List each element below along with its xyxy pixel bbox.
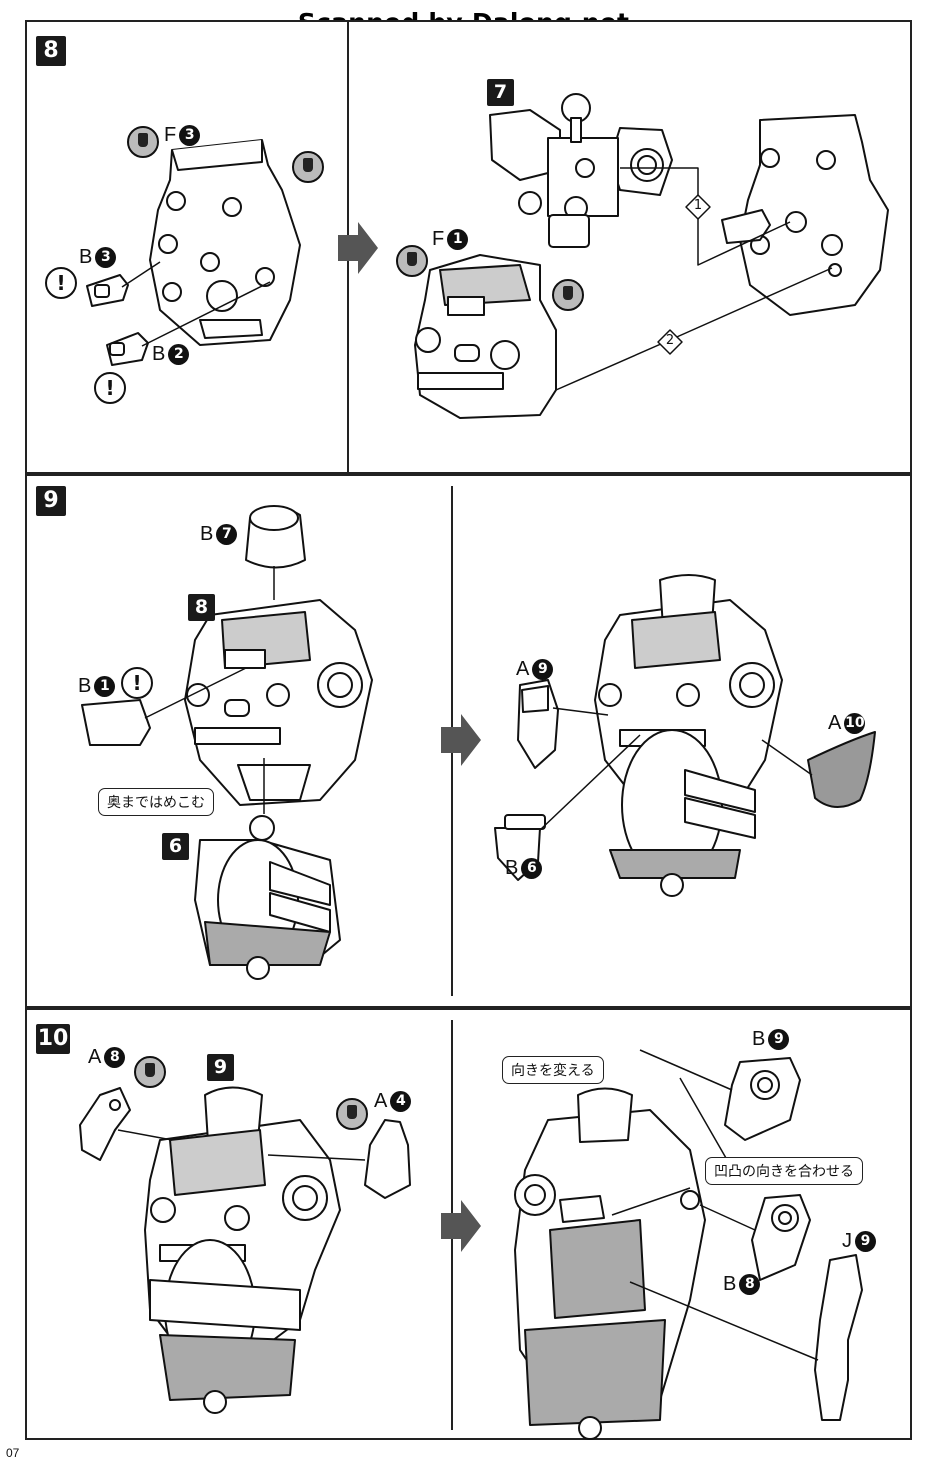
part-label-a4: A 4 — [374, 1090, 412, 1113]
step-9-ref-6: 6 — [162, 833, 189, 860]
cement-icon — [292, 151, 324, 183]
cement-icon — [127, 126, 159, 158]
part-letter: B — [752, 1028, 766, 1050]
step10-part-b9 — [724, 1057, 801, 1141]
part-label-b8: B 8 — [723, 1273, 761, 1296]
part-number: 4 — [390, 1091, 412, 1112]
part-number: 3 — [179, 125, 201, 146]
step9-assembled-torso — [594, 574, 783, 897]
step10-part-b8 — [751, 1194, 811, 1281]
part-number: 8 — [739, 1274, 761, 1295]
step-10-badge: 10 — [36, 1024, 70, 1054]
sequence-marker-1: 1 — [693, 198, 703, 213]
part-number: 8 — [104, 1047, 126, 1068]
step8-part-b3 — [86, 274, 129, 307]
part-letter: B — [79, 246, 93, 268]
part-letter: A — [374, 1090, 388, 1112]
next-arrow-10 — [441, 1200, 481, 1252]
warning-icon: ! — [94, 372, 126, 404]
step9-part-6-waist — [194, 815, 341, 980]
step10-part-a8 — [79, 1087, 131, 1161]
cement-icon — [336, 1098, 368, 1130]
part-letter: A — [516, 658, 530, 680]
part-letter: B — [505, 857, 519, 879]
warning-icon: ! — [45, 267, 77, 299]
step8-part-b2 — [106, 332, 149, 366]
step9-part-a9 — [517, 679, 559, 769]
next-arrows — [338, 222, 481, 1252]
step8-part-f1-chest — [414, 254, 557, 419]
part-label-b3: B 3 — [79, 246, 117, 269]
part-number: 9 — [532, 659, 554, 680]
part-letter: B — [200, 523, 214, 545]
part-number: 2 — [168, 344, 190, 365]
step10-part-j9 — [814, 1254, 863, 1421]
part-number: 1 — [447, 229, 469, 250]
next-arrow-9 — [441, 714, 481, 766]
step10-torso — [144, 1086, 341, 1414]
part-letter: A — [828, 712, 842, 734]
part-letter: B — [152, 343, 166, 365]
part-label-a9: A 9 — [516, 658, 554, 681]
step10-part-a4 — [364, 1119, 411, 1199]
part-letter: F — [164, 124, 177, 146]
cement-icon — [552, 279, 584, 311]
step10-assembled — [514, 1087, 706, 1440]
part-number: 7 — [216, 524, 238, 545]
part-number: 3 — [95, 247, 117, 268]
cement-icon — [134, 1056, 166, 1088]
part-letter: J — [842, 1230, 852, 1252]
part-letter: B — [723, 1273, 737, 1295]
part-label-b2: B 2 — [152, 343, 190, 366]
step8-back-frame — [149, 139, 301, 346]
part-number: 9 — [768, 1029, 790, 1050]
part-label-b7: B 7 — [200, 523, 238, 546]
step9-torso-assembly — [184, 599, 373, 806]
cement-icon — [396, 245, 428, 277]
part-label-f1: F 1 — [432, 228, 469, 251]
part-letter: F — [432, 228, 445, 250]
part-number: 10 — [844, 713, 866, 734]
part-label-b6: B 6 — [505, 857, 543, 880]
step-10-ref-9: 9 — [207, 1054, 234, 1081]
part-number: 9 — [855, 1231, 876, 1252]
step9-part-a10 — [807, 731, 876, 808]
next-arrow-8 — [338, 222, 378, 274]
callout-change-direction: 向きを変える — [502, 1056, 604, 1084]
warning-icon: ! — [121, 667, 153, 699]
part-letter: B — [78, 675, 92, 697]
callout-align-bumps: 凹凸の向きを合わせる — [705, 1157, 863, 1185]
step9-part-b7-neck — [245, 505, 306, 569]
part-number: 1 — [94, 676, 116, 697]
part-letter: A — [88, 1046, 102, 1068]
step-8-ref-7: 7 — [487, 79, 514, 106]
part-label-b9: B 9 — [752, 1028, 790, 1051]
part-number: 6 — [521, 858, 543, 879]
step-9-ref-8: 8 — [188, 594, 215, 621]
part-label-a10: A 10 — [828, 712, 866, 735]
part-label-j9: J 9 — [842, 1230, 876, 1253]
step9-part-b1 — [81, 699, 151, 746]
callout-press-fully: 奥まではめこむ — [98, 788, 214, 816]
part-label-b1: B 1 — [78, 675, 116, 698]
step8-part-7-hip — [489, 93, 673, 248]
part-label-f3: F 3 — [164, 124, 201, 147]
step-9-badge: 9 — [36, 486, 66, 516]
step-8-badge: 8 — [36, 36, 66, 66]
page-number: 07 — [6, 1446, 20, 1460]
sequence-marker-2: 2 — [665, 333, 675, 348]
step8-assembled-frame — [721, 114, 889, 316]
part-label-a8: A 8 — [88, 1046, 126, 1069]
